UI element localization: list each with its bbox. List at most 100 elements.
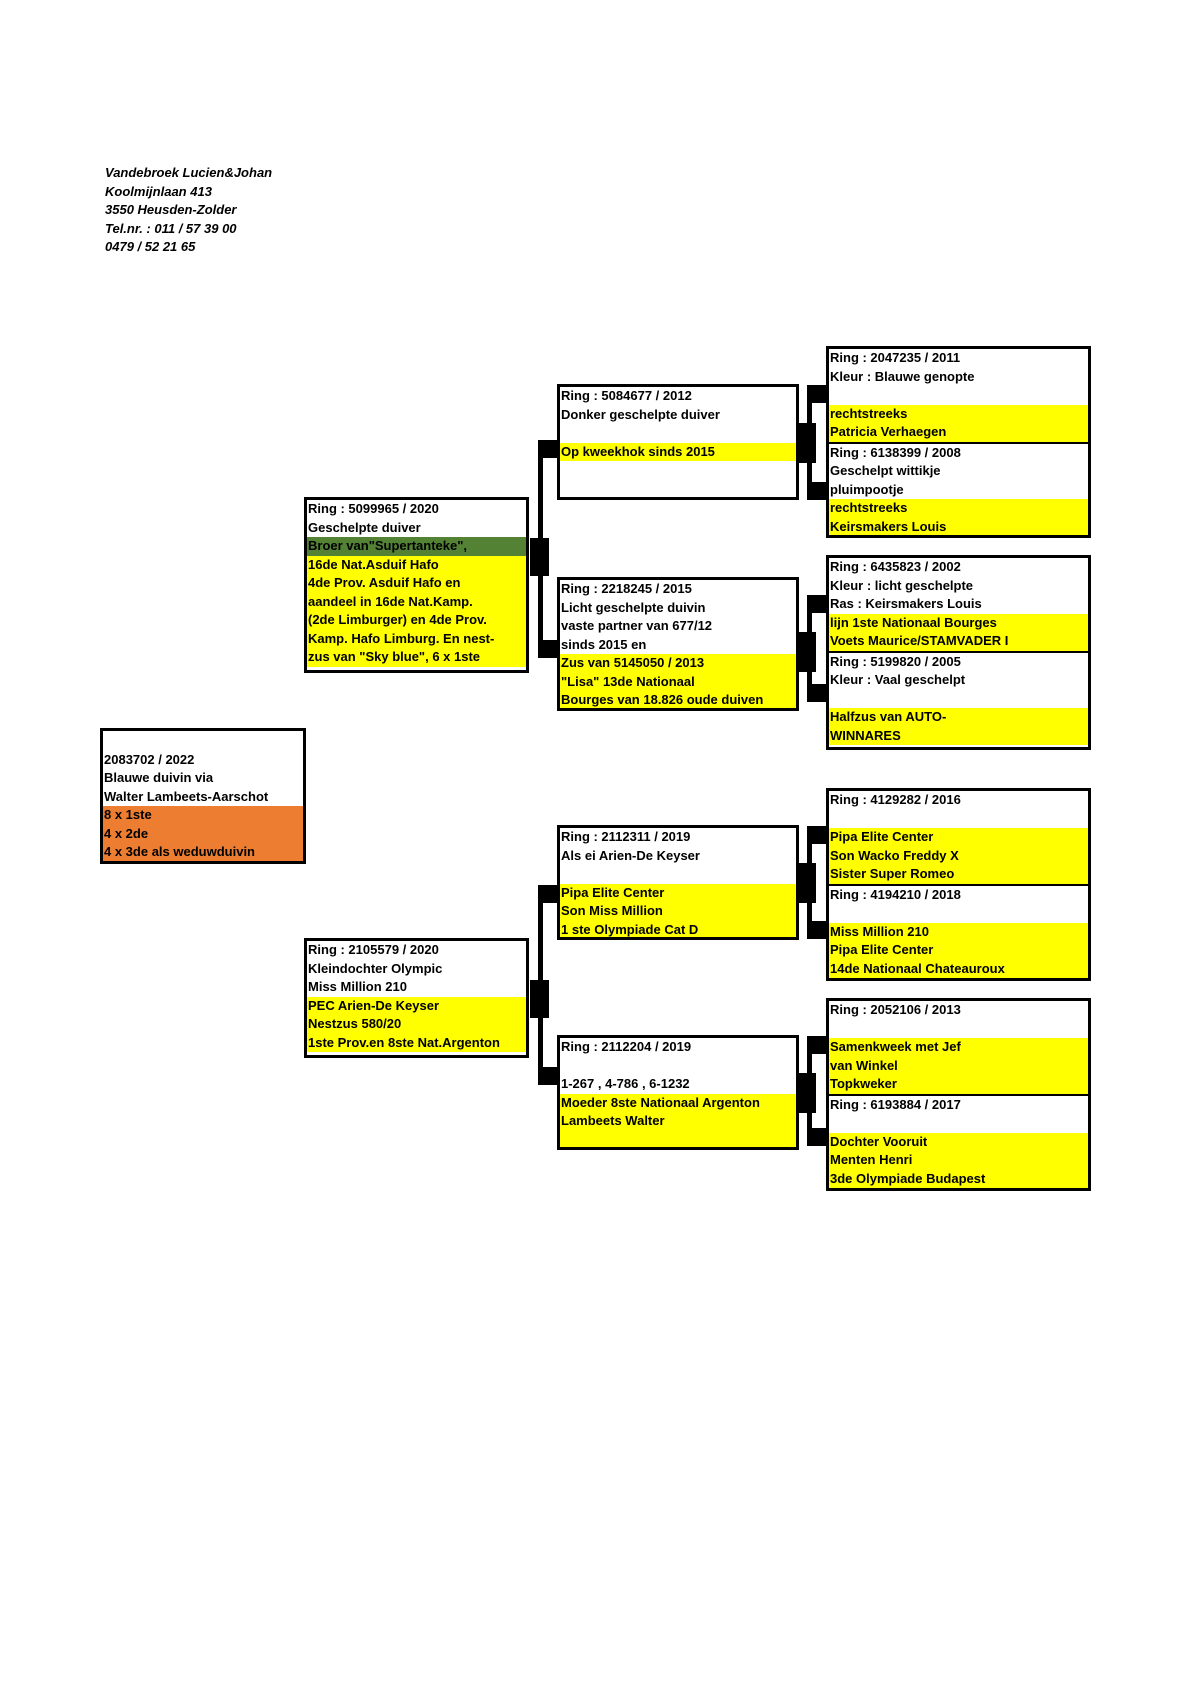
card-line: Kleindochter Olympic [308, 960, 443, 976]
card-line [829, 690, 1088, 709]
card-line: 1 ste Olympiade Cat D [560, 920, 796, 937]
card-line [829, 810, 1088, 829]
connector-gen2 [807, 385, 812, 500]
card-line: rechtstreeks [829, 404, 1088, 423]
card-line [829, 1020, 1088, 1039]
ring-number: Ring : 2112204 / 2019 [561, 1039, 692, 1054]
card-line: Topkweker [829, 1075, 1088, 1094]
card-line: 3de Olympiade Budapest [829, 1169, 1088, 1188]
ring-number: Ring : 6435823 / 2002 [830, 559, 961, 574]
card-line: (2de Limburger) en 4de Prov. [307, 611, 526, 630]
card-line: Broer van"Supertanteke", [307, 537, 526, 556]
card-line: rechtstreeks [829, 499, 1088, 518]
owner-city: 3550 Heusden-Zolder [105, 202, 237, 217]
owner-header: Vandebroek Lucien&Johan Koolmijnlaan 413… [105, 164, 272, 257]
card-line: Menten Henri [829, 1151, 1088, 1170]
ring-number: Ring : 6193884 / 2017 [829, 1093, 1088, 1115]
subject-card: 2083702 / 2022 Blauwe duivin via Walter … [100, 728, 306, 864]
card-line: Keirsmakers Louis [829, 517, 1088, 535]
great-grandparents-card-3: Ring : 4129282 / 2016 Pipa Elite Center … [826, 788, 1091, 981]
card-line: 1-267 , 4-786 , 6-1232 [561, 1076, 690, 1091]
card-line: Pipa Elite Center [560, 883, 796, 902]
card-line: Zus van 5145050 / 2013 [560, 654, 796, 673]
card-line [829, 1114, 1088, 1133]
card-line: Ras : Keirsmakers Louis [830, 596, 982, 611]
card-line: Geschelpt wittikje [830, 463, 941, 478]
ring-number: Ring : 5099965 / 2020 [308, 501, 439, 516]
connector-gen2 [807, 684, 827, 702]
card-line: Sister Super Romeo [829, 865, 1088, 884]
card-line: Kleur : Vaal geschelpt [830, 672, 966, 687]
card-line [103, 732, 303, 751]
ring-number: Ring : 5199820 / 2005 [829, 650, 1088, 672]
connector-gen2 [807, 595, 827, 613]
result-line: 4 x 2de [103, 824, 303, 843]
card-line: "Lisa" 13de Nationaal [560, 672, 796, 691]
ring-number: Ring : 2105579 / 2020 [308, 942, 439, 957]
owner-street: Koolmijnlaan 413 [105, 183, 212, 199]
card-line: Geschelpte duiver [308, 519, 421, 535]
connector-gen2 [807, 595, 812, 702]
connector-gen2 [807, 385, 827, 403]
card-line [560, 461, 796, 480]
ring-number: Ring : 2052106 / 2013 [830, 1002, 961, 1017]
ring-number: Ring : 4194210 / 2018 [829, 883, 1088, 905]
maternal-grandfather-card: Ring : 2112311 / 2019 Als ei Arien-De Ke… [557, 825, 799, 940]
card-line: lijn 1ste Nationaal Bourges [829, 613, 1088, 632]
card-line: Nestzus 580/20 [307, 1015, 526, 1034]
great-grandparents-card-2: Ring : 6435823 / 2002 Kleur : licht gesc… [826, 555, 1091, 750]
card-line: 1ste Prov.en 8ste Nat.Argenton [307, 1033, 526, 1052]
card-line: pluimpootje [830, 481, 904, 497]
card-line: Dochter Vooruit [829, 1132, 1088, 1151]
card-line: 4de Prov. Asduif Hafo en [307, 574, 526, 593]
card-line: Son Wacko Freddy X [829, 846, 1088, 865]
owner-name: Vandebroek Lucien&Johan [105, 165, 273, 180]
paternal-grandmother-card: Ring : 2218245 / 2015 Licht geschelpte d… [557, 577, 799, 711]
card-line [560, 1130, 796, 1147]
great-grandparents-card-1: Ring : 2047235 / 2011 Kleur : Blauwe gen… [826, 346, 1091, 538]
connector-gen1 [538, 885, 558, 903]
card-line: vaste partner van 677/12 [561, 618, 713, 633]
card-line: Moeder 8ste Nationaal Argenton [560, 1093, 796, 1112]
connector-gen1 [538, 440, 558, 458]
father-card: Ring : 5099965 / 2020 Geschelpte duiver … [304, 497, 529, 673]
card-line: Samenkweek met Jef [829, 1038, 1088, 1057]
card-line: Son Miss Million [560, 902, 796, 921]
connector-gen1 [538, 640, 558, 658]
card-line: zus van "Sky blue", 6 x 1ste [307, 648, 526, 667]
card-line: Kamp. Hafo Limburg. En nest- [307, 629, 526, 648]
card-line: 14de Nationaal Chateauroux [829, 959, 1088, 978]
card-line: Als ei Arien-De Keyser [561, 847, 700, 863]
card-line: Blauwe duivin via [104, 770, 214, 785]
card-line: aandeel in 16de Nat.Kamp. [307, 592, 526, 611]
paternal-grandfather-card: Ring : 5084677 / 2012 Donker geschelpte … [557, 384, 799, 500]
card-line [560, 1057, 796, 1076]
card-line: 16de Nat.Asduif Hafo [307, 555, 526, 574]
ring-number: Ring : 2112311 / 2019 [561, 829, 691, 844]
card-line: Licht geschelpte duivin [561, 599, 706, 615]
connector-gen2 [807, 826, 812, 939]
card-line [560, 865, 796, 884]
card-line: van Winkel [829, 1056, 1088, 1075]
connector-gen1 [538, 885, 543, 1085]
card-line: Miss Million 210 [308, 979, 407, 994]
card-line: Lambeets Walter [560, 1112, 796, 1131]
card-line: Walter Lambeets-Aarschot [104, 788, 269, 804]
ring-number: Ring : 4129282 / 2016 [830, 792, 961, 807]
card-line: Bourges van 18.826 oude duiven [560, 691, 796, 708]
connector-gen2 [807, 826, 827, 844]
card-line: Pipa Elite Center [829, 941, 1088, 960]
card-line: Patricia Verhaegen [829, 423, 1088, 442]
card-line: Pipa Elite Center [829, 828, 1088, 847]
connector-gen2 [807, 1036, 812, 1146]
ring-number: Ring : 2047235 / 2011 [830, 350, 961, 365]
result-line: 4 x 3de als weduwduivin [103, 843, 303, 861]
card-line: Donker geschelpte duiver [561, 406, 720, 422]
card-line: Miss Million 210 [829, 922, 1088, 941]
ring-number: Ring : 6138399 / 2008 [829, 441, 1088, 463]
card-line [560, 480, 796, 498]
ring-number: Ring : 5084677 / 2012 [561, 388, 692, 403]
card-line: Voets Maurice/STAMVADER I [829, 632, 1088, 651]
result-line: 8 x 1ste [103, 806, 303, 825]
card-line: Kleur : Blauwe genopte [830, 368, 975, 384]
